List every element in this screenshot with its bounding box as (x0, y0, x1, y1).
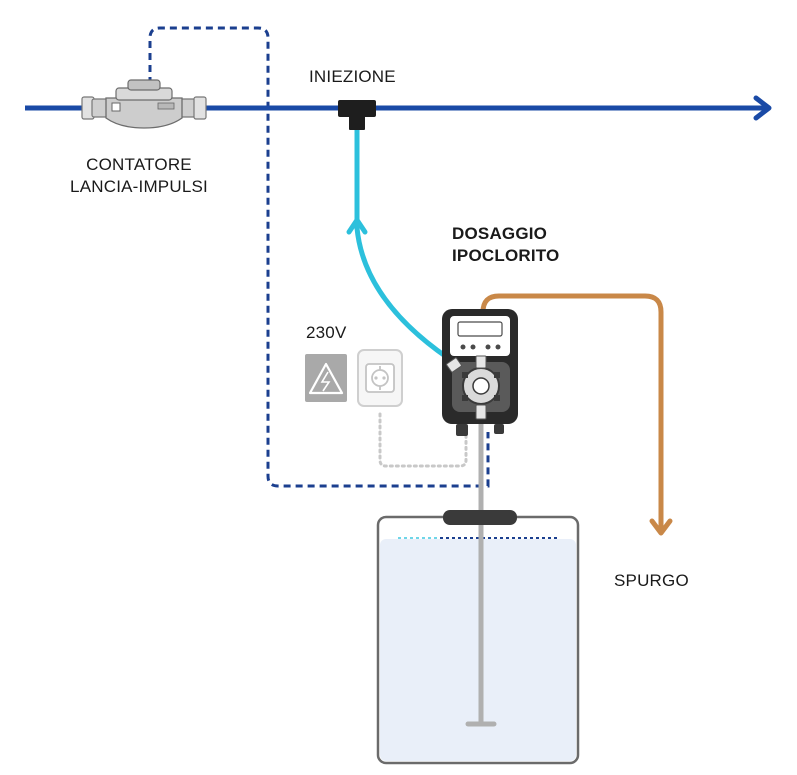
purge-label: SPURGO (614, 571, 689, 590)
purge-arrow-icon (649, 518, 673, 536)
tank-icon (376, 515, 580, 765)
dosing-label-line2: IPOCLORITO (452, 246, 560, 265)
dosing-label: DOSAGGIO IPOCLORITO (452, 223, 559, 267)
meter-label-line2: LANCIA-IMPULSI (70, 177, 208, 196)
meter-label: CONTATORE LANCIA-IMPULSI (44, 154, 234, 198)
pulse-signal-cable (148, 26, 490, 488)
tee-fitting-icon (338, 100, 376, 130)
power-cable (378, 412, 468, 468)
flow-arrow-icon (753, 95, 772, 121)
tank-cap (443, 510, 517, 525)
electrical-hazard-icon (305, 354, 347, 402)
meter-label-line1: CONTATORE (86, 155, 192, 174)
dosing-pump-icon (442, 309, 518, 436)
power-socket-icon (357, 349, 403, 407)
water-meter-icon (81, 79, 207, 129)
injection-arrow-icon (346, 217, 368, 235)
voltage-label: 230V (306, 323, 347, 342)
dosing-label-line1: DOSAGGIO (452, 224, 548, 243)
purge-hose (480, 293, 664, 531)
injection-label: INIEZIONE (309, 67, 396, 86)
injection-hose (354, 127, 451, 361)
